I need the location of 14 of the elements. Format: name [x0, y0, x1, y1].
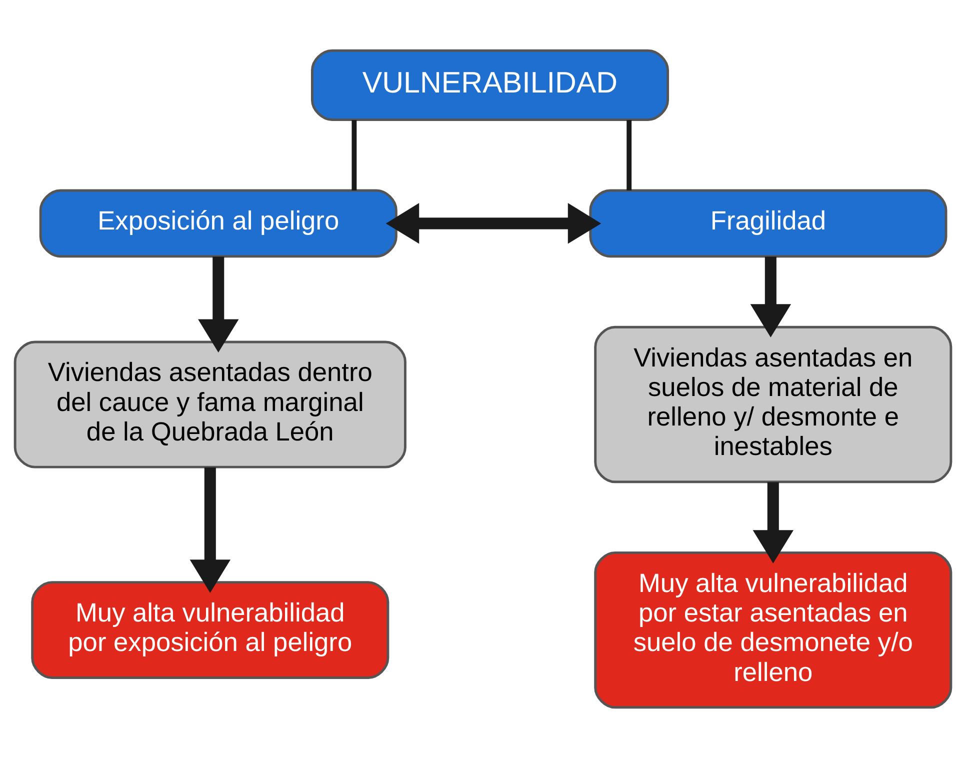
- node-box: VULNERABILIDAD: [310, 49, 670, 121]
- arrow: [198, 256, 239, 352]
- node-box: Muy alta vulnerabilidad por estar asentadas en suelo de desmonete y/o relleno: [594, 551, 952, 709]
- arrow: [750, 256, 792, 338]
- arrow: [190, 467, 231, 593]
- connector: [626, 120, 632, 190]
- node-box: Muy alta vulnerabilidad por exposición al peligro: [31, 581, 390, 680]
- connector: [352, 120, 357, 190]
- node-box: Exposición al peligro: [39, 189, 398, 258]
- arrow: [386, 203, 602, 244]
- arrow: [752, 482, 794, 564]
- node-box: Viviendas asentadas dentro del cauce y fama marginal de la Quebrada León: [14, 340, 406, 468]
- node-box: Fragilidad: [589, 189, 948, 258]
- node-box: Viviendas asentadas en suelos de material de relleno y/ desmonte e inestables: [594, 326, 952, 484]
